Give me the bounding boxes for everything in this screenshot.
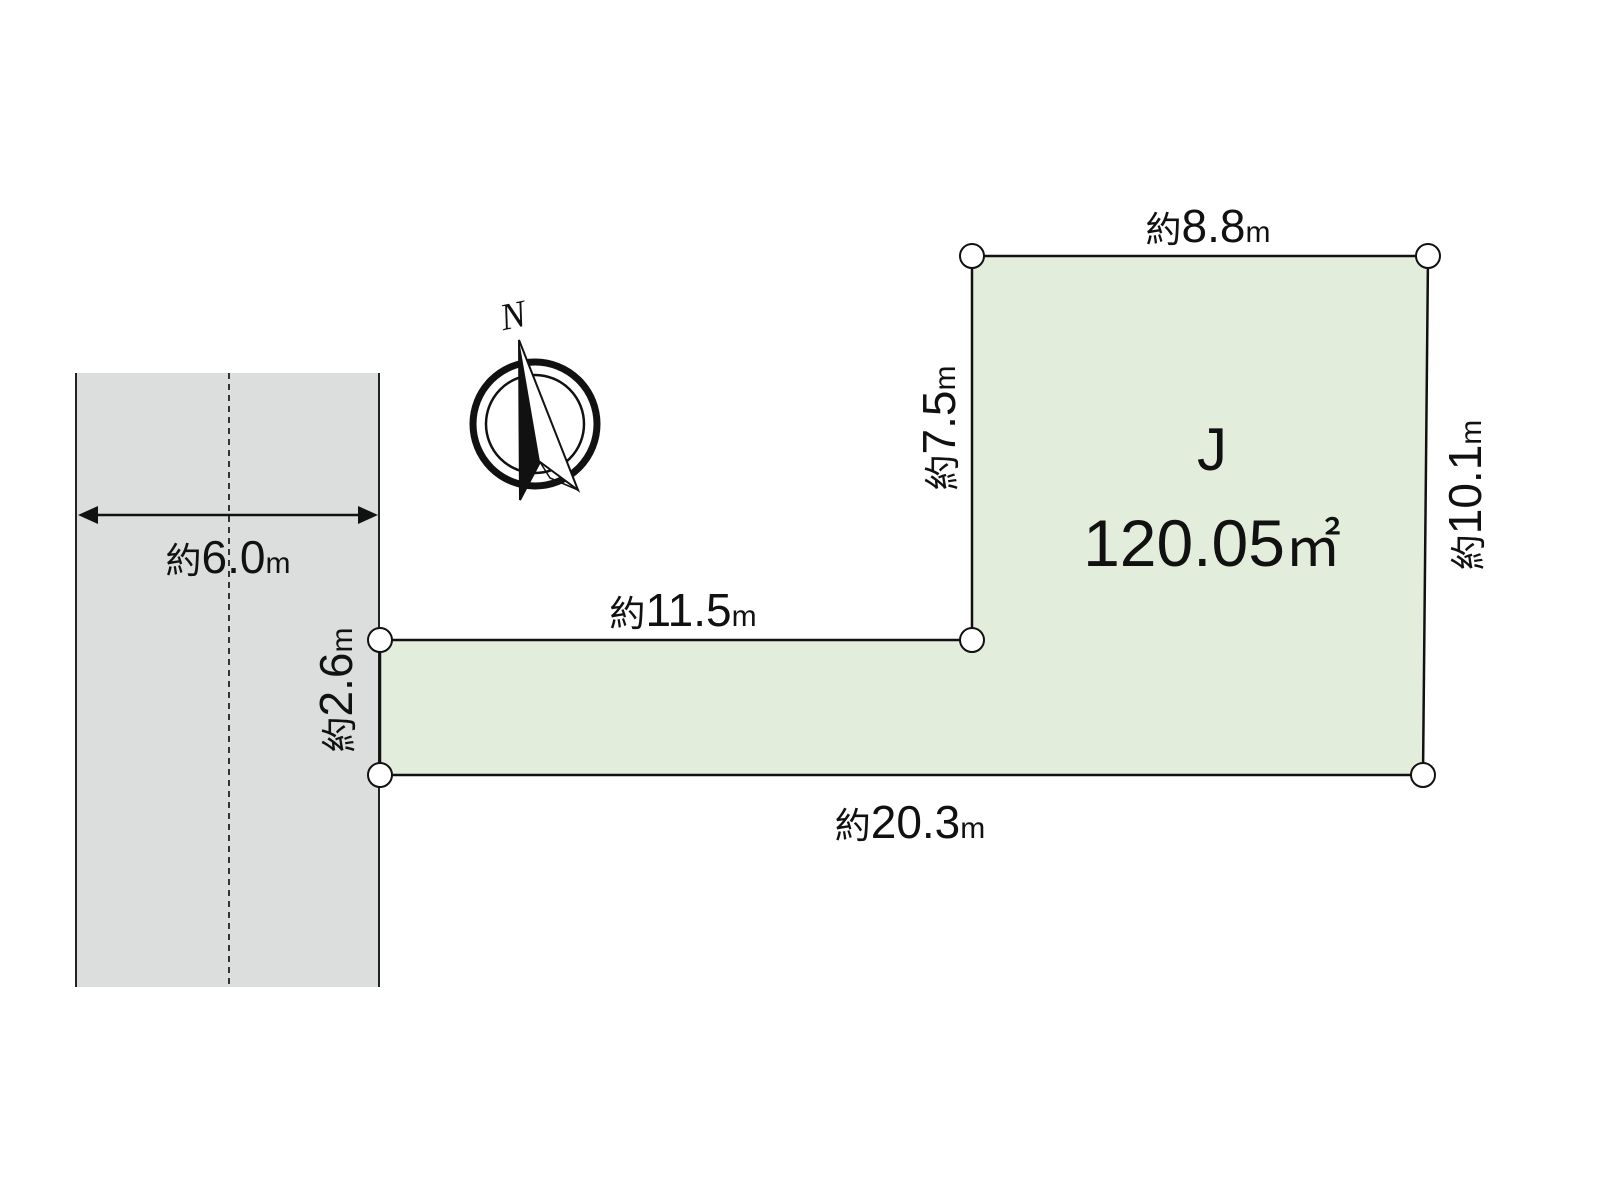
lot-area: 120.05㎡ bbox=[1083, 506, 1341, 580]
road-width-label: 約6.0m bbox=[166, 531, 291, 583]
north-label: N bbox=[495, 292, 532, 339]
boundary-marker bbox=[367, 762, 393, 788]
dimension-left-upper: 約7.5m bbox=[913, 366, 965, 491]
arrow-left-icon bbox=[78, 506, 98, 524]
boundary-marker bbox=[1415, 243, 1441, 269]
lot-name: J bbox=[1197, 416, 1227, 483]
dimension-middle: 約11.5m bbox=[609, 584, 756, 636]
north-compass-icon: N bbox=[469, 292, 601, 501]
boundary-marker bbox=[1410, 762, 1436, 788]
boundary-markers bbox=[367, 243, 1441, 788]
dimension-right: 約10.1m bbox=[1439, 420, 1491, 571]
dimension-frontage: 約2.6m bbox=[310, 628, 362, 753]
dimension-top: 約8.8m bbox=[1146, 200, 1271, 252]
boundary-marker bbox=[959, 627, 985, 653]
boundary-marker bbox=[367, 627, 393, 653]
road bbox=[76, 373, 379, 987]
dimension-bottom: 約20.3m bbox=[835, 796, 986, 848]
boundary-marker bbox=[959, 243, 985, 269]
arrow-right-icon bbox=[358, 506, 378, 524]
